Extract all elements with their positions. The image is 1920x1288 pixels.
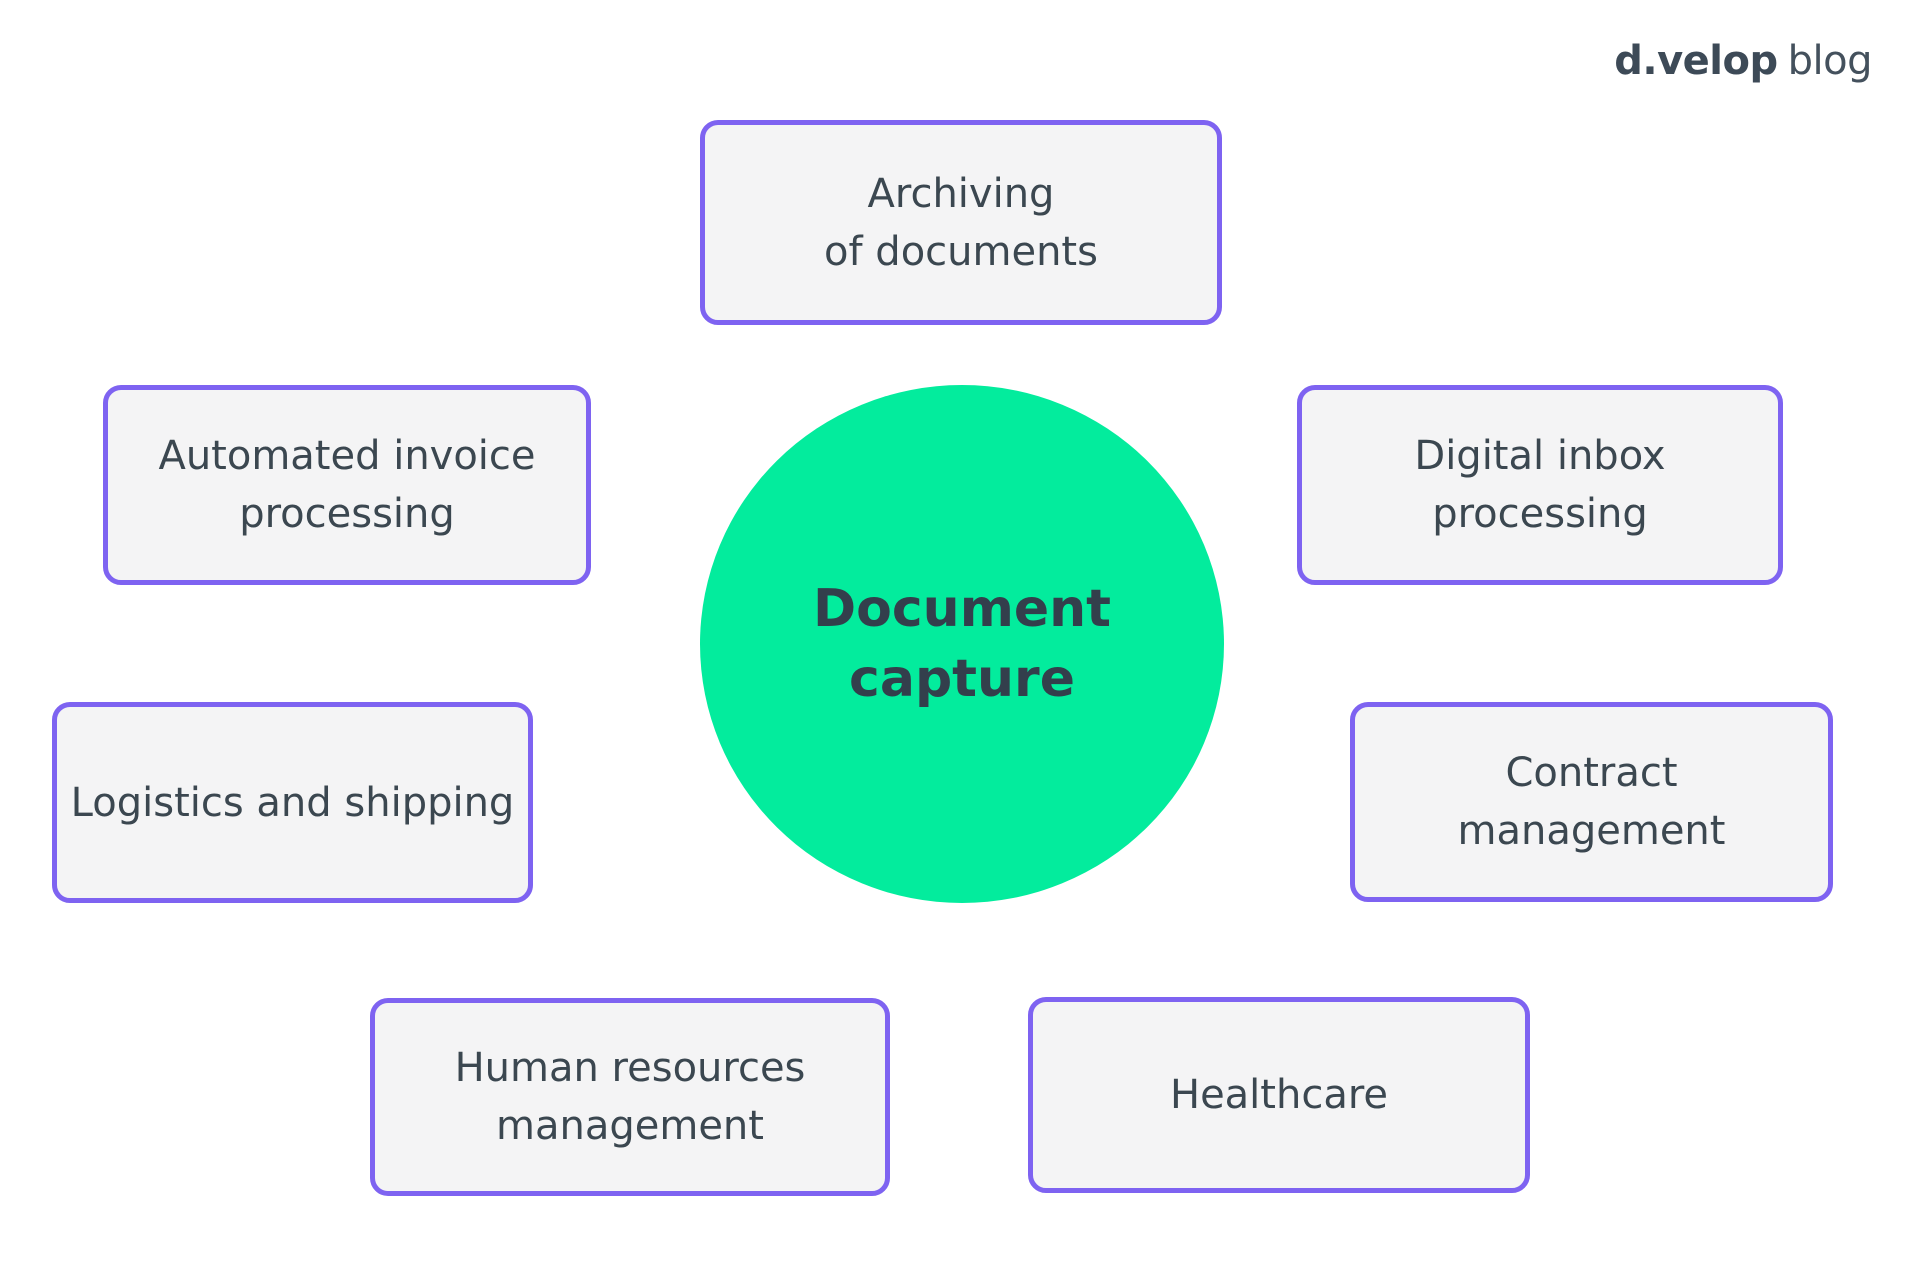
node-label-line-2: processing bbox=[1432, 491, 1648, 537]
node-label-line-1: Contract bbox=[1505, 750, 1678, 796]
center-node-line-1: Document bbox=[812, 578, 1112, 639]
node-label-line-2: of documents bbox=[824, 228, 1098, 275]
node-healthcare: Healthcare bbox=[1028, 997, 1530, 1193]
node-contract-management: Contract management bbox=[1350, 702, 1833, 902]
node-label: Digital inbox processing bbox=[1414, 427, 1665, 543]
node-label: Archiving of documents bbox=[824, 165, 1098, 281]
node-label-line-1: Archiving bbox=[867, 170, 1055, 217]
node-label-line-1: Logistics and shipping bbox=[70, 779, 515, 826]
node-label-line-2: management bbox=[496, 1103, 764, 1149]
logo-brand-text: d.velop bbox=[1614, 38, 1778, 84]
node-archiving-of-documents: Archiving of documents bbox=[700, 120, 1222, 325]
node-label-line-2: management bbox=[1457, 808, 1726, 854]
center-node-line-2: capture bbox=[849, 649, 1075, 709]
node-label: Contract management bbox=[1458, 744, 1726, 860]
node-label: Healthcare bbox=[1170, 1066, 1388, 1124]
node-automated-invoice-processing: Automated invoice processing bbox=[103, 385, 591, 585]
node-label-line-1: Automated invoice bbox=[158, 433, 536, 479]
node-human-resources-management: Human resources management bbox=[370, 998, 890, 1196]
node-label-line-1: Human resources bbox=[454, 1045, 806, 1091]
node-logistics-and-shipping: Logistics and shipping bbox=[52, 702, 533, 903]
logo-suffix-text: blog bbox=[1787, 38, 1873, 84]
node-label-line-2: processing bbox=[239, 491, 455, 537]
center-node-document-capture: Document capture bbox=[700, 385, 1224, 903]
node-label: Automated invoice processing bbox=[158, 427, 535, 543]
node-label-line-1: Digital inbox bbox=[1414, 433, 1666, 479]
node-label: Logistics and shipping bbox=[71, 774, 515, 832]
node-label: Human resources management bbox=[455, 1039, 806, 1155]
node-label-line-1: Healthcare bbox=[1169, 1072, 1389, 1118]
node-digital-inbox-processing: Digital inbox processing bbox=[1297, 385, 1783, 585]
